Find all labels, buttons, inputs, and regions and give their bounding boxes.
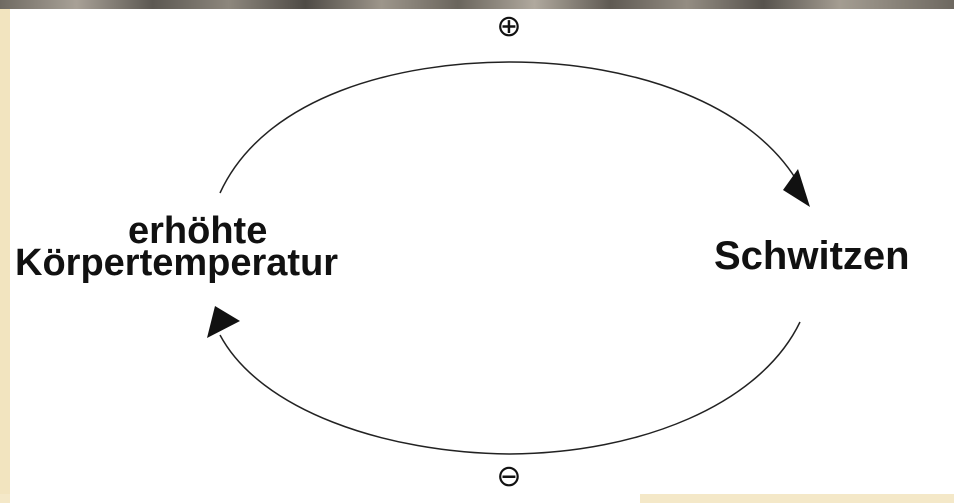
plus-icon: ⊕ — [492, 10, 526, 44]
upper-arc — [220, 62, 800, 193]
lower-arc — [220, 322, 800, 454]
minus-icon: ⊖ — [492, 460, 526, 494]
upper-arrowhead — [783, 169, 810, 207]
lower-arrowhead — [207, 306, 240, 338]
label-sweating: Schwitzen — [714, 236, 910, 276]
label-body-temperature: Körpertemperatur — [15, 244, 338, 282]
